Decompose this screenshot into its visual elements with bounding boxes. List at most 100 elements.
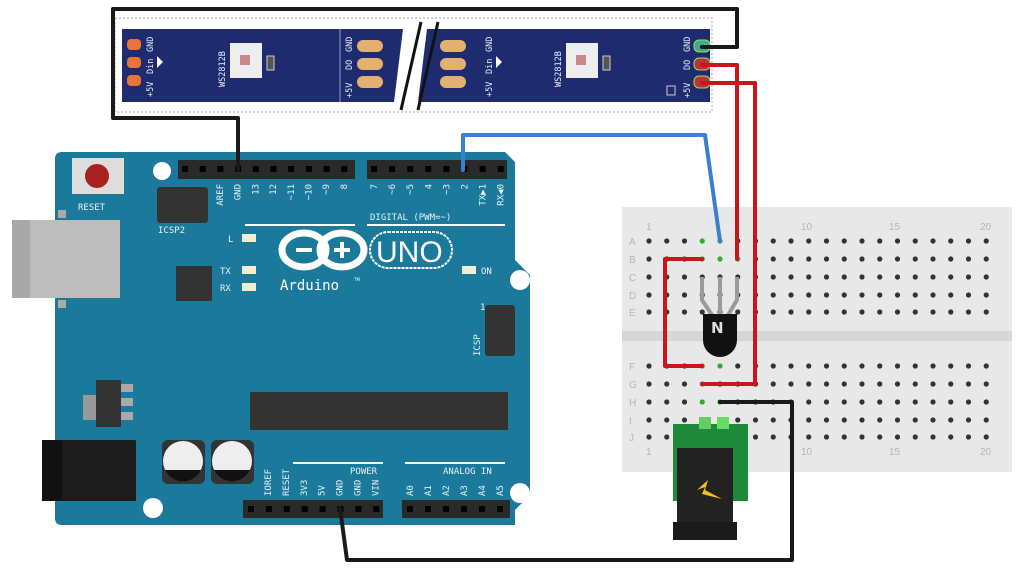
breadboard-hole[interactable] (841, 274, 847, 280)
breadboard-hole[interactable] (983, 363, 989, 369)
breadboard-hole[interactable] (930, 309, 936, 315)
breadboard-hole[interactable] (788, 381, 794, 387)
breadboard-hole[interactable] (877, 274, 883, 280)
breadboard-hole[interactable] (912, 381, 918, 387)
breadboard-hole[interactable] (841, 238, 847, 244)
breadboard-hole[interactable] (806, 417, 812, 423)
breadboard-hole[interactable] (912, 292, 918, 298)
breadboard-hole[interactable] (948, 238, 954, 244)
breadboard-hole[interactable] (859, 399, 865, 405)
header-pin[interactable] (248, 506, 254, 512)
breadboard-hole[interactable] (646, 274, 652, 280)
breadboard-hole[interactable] (841, 381, 847, 387)
breadboard-hole[interactable] (823, 363, 830, 369)
breadboard-hole[interactable] (735, 309, 741, 315)
breadboard-hole[interactable] (859, 381, 865, 387)
breadboard-hole[interactable] (912, 238, 918, 244)
header-pin[interactable] (199, 166, 206, 172)
breadboard-hole[interactable] (983, 238, 989, 244)
breadboard-hole[interactable] (699, 238, 705, 244)
breadboard-hole[interactable] (930, 399, 936, 405)
dc-power-jack[interactable] (673, 417, 748, 540)
breadboard-hole[interactable] (770, 238, 776, 244)
breadboard-hole[interactable] (983, 434, 989, 440)
breadboard-hole[interactable] (770, 417, 776, 423)
breadboard-hole[interactable] (841, 292, 847, 298)
breadboard-hole[interactable] (664, 381, 670, 387)
header-pin[interactable] (371, 166, 377, 172)
breadboard-hole[interactable] (646, 363, 652, 369)
breadboard-hole[interactable] (912, 417, 918, 423)
breadboard-hole[interactable] (841, 417, 847, 423)
breadboard-hole[interactable] (983, 292, 989, 298)
breadboard-hole[interactable] (894, 238, 901, 244)
breadboard-hole[interactable] (841, 434, 847, 440)
breadboard-hole[interactable] (948, 256, 954, 262)
header-pin[interactable] (283, 506, 290, 512)
breadboard-hole[interactable] (965, 417, 972, 423)
breadboard-hole[interactable] (859, 292, 865, 298)
breadboard-hole[interactable] (965, 274, 972, 280)
breadboard-hole[interactable] (646, 238, 652, 244)
breadboard-hole[interactable] (912, 434, 918, 440)
header-pin[interactable] (479, 166, 486, 172)
header-pin[interactable] (341, 166, 348, 172)
breadboard-hole[interactable] (735, 363, 741, 369)
header-pin[interactable] (443, 506, 449, 512)
breadboard-hole[interactable] (770, 309, 776, 315)
breadboard-hole[interactable] (877, 434, 883, 440)
breadboard-hole[interactable] (912, 399, 918, 405)
breadboard-hole[interactable] (983, 381, 989, 387)
breadboard-hole[interactable] (646, 381, 652, 387)
header-pin[interactable] (407, 166, 414, 172)
breadboard-hole[interactable] (681, 274, 688, 280)
breadboard-hole[interactable] (894, 399, 901, 405)
breadboard-hole[interactable] (965, 292, 972, 298)
breadboard-hole[interactable] (877, 256, 883, 262)
breadboard-hole[interactable] (965, 256, 972, 262)
breadboard-hole[interactable] (806, 309, 812, 315)
breadboard-hole[interactable] (983, 417, 989, 423)
breadboard-hole[interactable] (681, 309, 688, 315)
breadboard-hole[interactable] (948, 381, 954, 387)
header-pin[interactable] (425, 166, 432, 172)
breadboard-hole[interactable] (823, 381, 830, 387)
header-pin[interactable] (425, 506, 431, 512)
breadboard-hole[interactable] (681, 381, 688, 387)
breadboard-hole[interactable] (894, 381, 901, 387)
wire-data-blue[interactable] (461, 133, 722, 243)
breadboard-hole[interactable] (948, 399, 954, 405)
breadboard-hole[interactable] (806, 381, 812, 387)
breadboard-hole[interactable] (965, 434, 972, 440)
header-pin[interactable] (323, 166, 330, 172)
breadboard-hole[interactable] (770, 292, 776, 298)
header-pin[interactable] (407, 506, 413, 512)
breadboard-hole[interactable] (806, 256, 812, 262)
header-pin[interactable] (497, 166, 504, 172)
breadboard-hole[interactable] (823, 256, 830, 262)
breadboard-hole[interactable] (948, 363, 954, 369)
breadboard-hole[interactable] (930, 363, 936, 369)
header-pin[interactable] (373, 506, 380, 512)
breadboard-hole[interactable] (806, 274, 812, 280)
breadboard-hole[interactable] (788, 238, 794, 244)
breadboard-hole[interactable] (983, 274, 989, 280)
breadboard-hole[interactable] (823, 399, 830, 405)
breadboard-hole[interactable] (770, 363, 776, 369)
breadboard-hole[interactable] (681, 292, 688, 298)
breadboard-hole[interactable] (983, 399, 989, 405)
breadboard-hole[interactable] (912, 309, 918, 315)
breadboard-hole[interactable] (948, 434, 954, 440)
breadboard-hole[interactable] (877, 238, 883, 244)
breadboard-hole[interactable] (912, 274, 918, 280)
breadboard-hole[interactable] (646, 256, 652, 262)
breadboard-hole[interactable] (859, 274, 865, 280)
breadboard-hole[interactable] (948, 309, 954, 315)
breadboard-hole[interactable] (948, 292, 954, 298)
breadboard-hole[interactable] (806, 434, 812, 440)
breadboard-hole[interactable] (859, 434, 865, 440)
breadboard-hole[interactable] (646, 399, 652, 405)
breadboard-hole[interactable] (877, 417, 883, 423)
breadboard-hole[interactable] (948, 274, 954, 280)
breadboard-hole[interactable] (841, 256, 847, 262)
